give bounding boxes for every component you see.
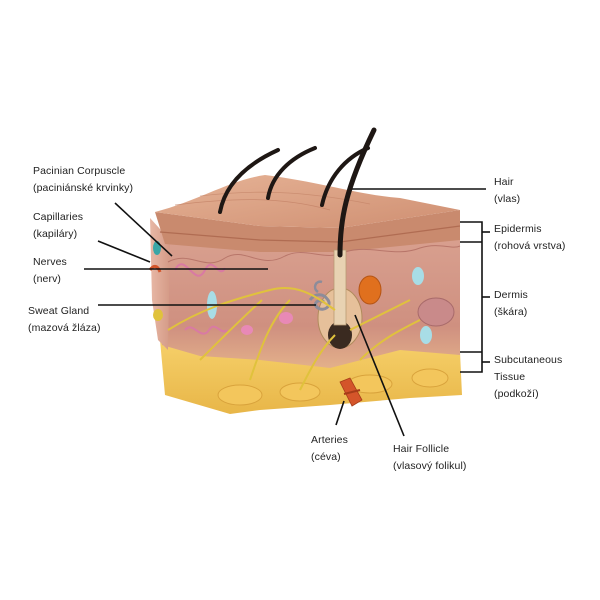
label-subcutaneous-local: (podkoží) <box>494 388 539 400</box>
label-nerves-name: Nerves <box>33 256 67 268</box>
label-hair-name: Hair <box>494 176 514 188</box>
label-hair-follicle: Hair Follicle (vlasový folikul) <box>393 441 466 475</box>
label-subcutaneous-name-2: Tissue <box>494 371 526 383</box>
label-nerves: Nerves (nerv) <box>33 254 67 288</box>
label-nerves-local: (nerv) <box>33 273 62 285</box>
hair-shafts <box>218 127 377 258</box>
label-pacinian-local: (paciniánské krvinky) <box>33 182 134 194</box>
label-arteries-name: Arteries <box>311 434 348 446</box>
gland-orange <box>358 275 382 305</box>
label-hair-follicle-name: Hair Follicle <box>393 443 450 455</box>
label-subcutaneous-tissue: Subcutaneous Tissue (podkoží) <box>494 352 562 403</box>
label-pacinian-corpuscle: Pacinian Corpuscle (paciniánské krvinky) <box>33 163 133 197</box>
leader-lines <box>84 188 490 437</box>
label-dermis-local: (škára) <box>494 306 528 318</box>
label-dermis-name: Dermis <box>494 289 528 301</box>
sweat-gland-coil <box>308 280 331 311</box>
label-sweat-gland: Sweat Gland (mazová žláza) <box>28 303 101 337</box>
label-hair-follicle-local: (vlasový folikul) <box>393 460 467 472</box>
label-hair-local: (vlas) <box>494 193 521 205</box>
label-sweat-gland-name: Sweat Gland <box>28 305 90 317</box>
nerve-fibers <box>167 287 421 391</box>
label-epidermis-local: (rohová vrstva) <box>494 240 566 252</box>
epidermis-layer <box>155 210 460 252</box>
label-capillaries-name: Capillaries <box>33 211 84 223</box>
label-arteries-local: (céva) <box>311 451 341 463</box>
label-sweat-gland-local: (mazová žláza) <box>28 322 101 334</box>
label-epidermis-name: Epidermis <box>494 223 542 235</box>
label-arteries: Arteries (céva) <box>311 432 348 466</box>
label-dermis: Dermis (škára) <box>494 287 528 321</box>
label-capillaries-local: (kapiláry) <box>33 228 78 240</box>
label-capillaries: Capillaries (kapiláry) <box>33 209 83 243</box>
label-epidermis: Epidermis (rohová vrstva) <box>494 221 566 255</box>
label-pacinian-name: Pacinian Corpuscle <box>33 165 126 177</box>
label-hair: Hair (vlas) <box>494 174 520 208</box>
label-subcutaneous-name-1: Subcutaneous <box>494 354 563 366</box>
